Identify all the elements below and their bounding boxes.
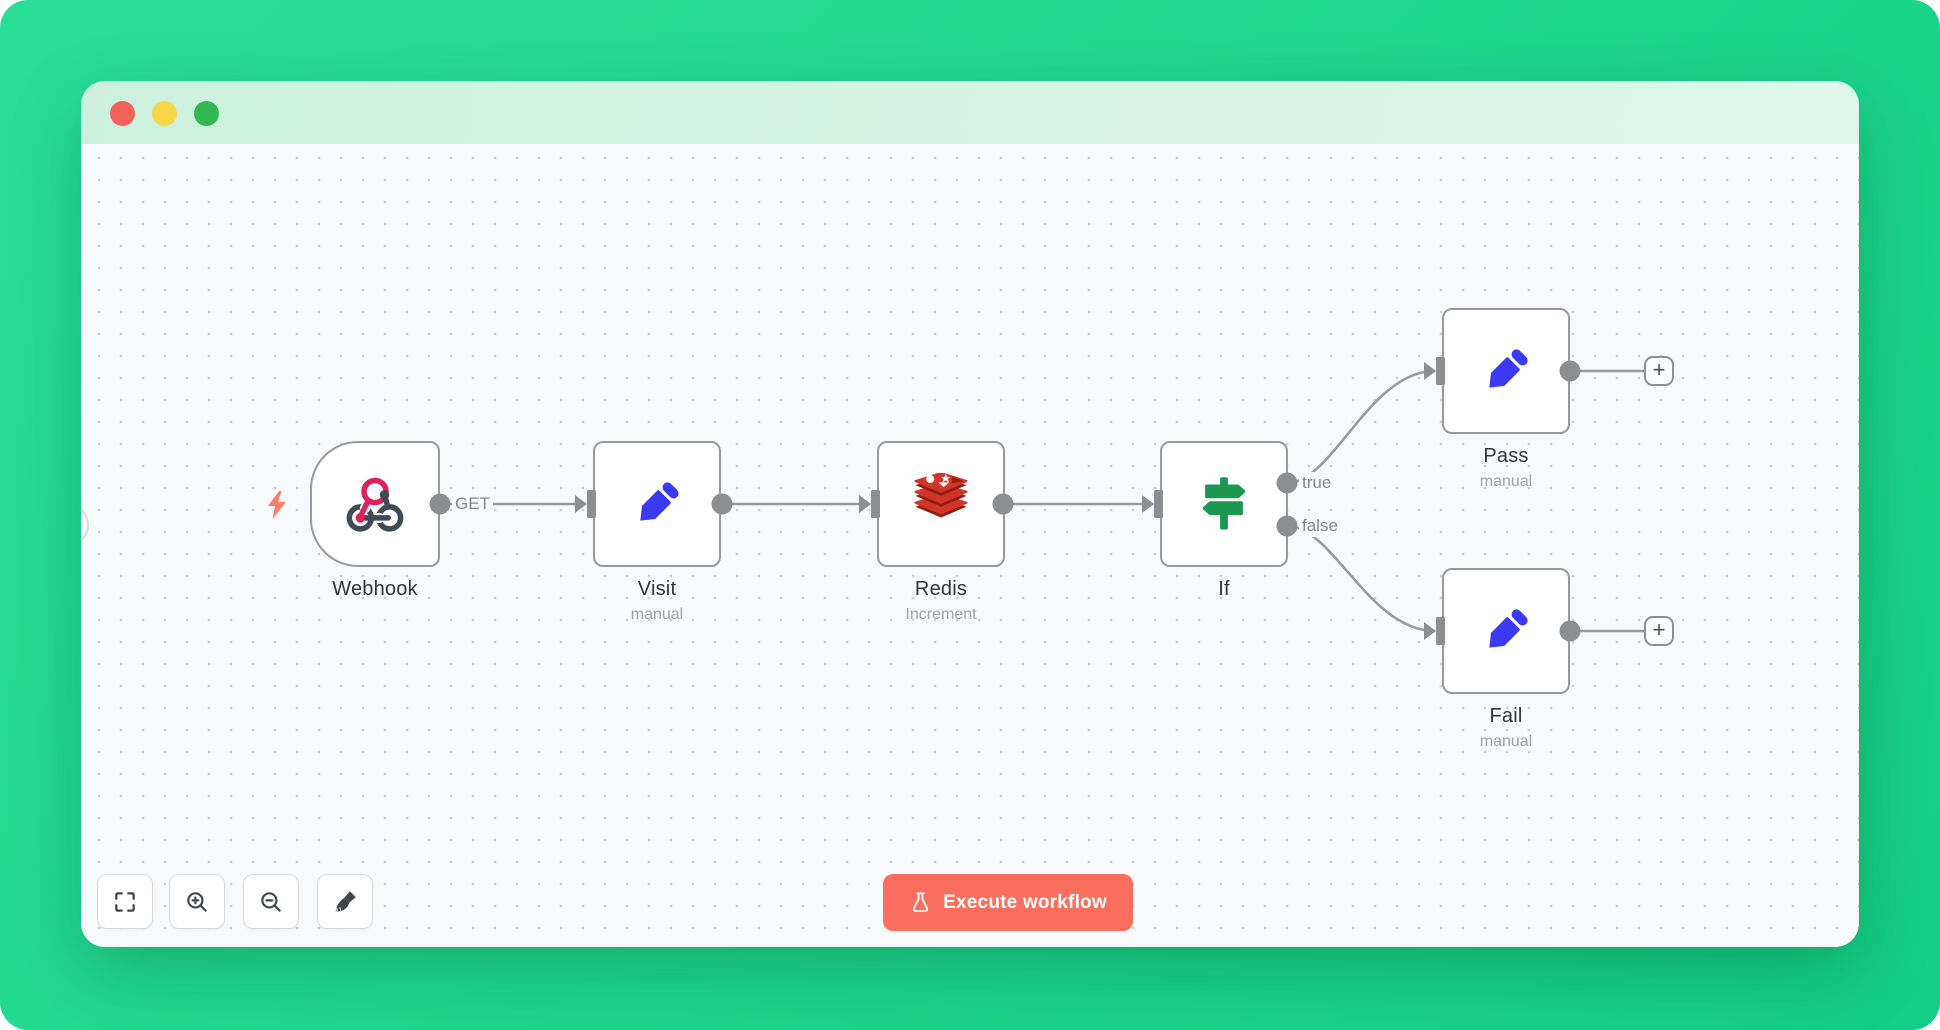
node-if-box[interactable] xyxy=(1160,441,1288,567)
node-subtitle-fail: manual xyxy=(1479,733,1533,750)
node-subtitle-pass: manual xyxy=(1479,473,1533,490)
magnifier-plus-icon xyxy=(187,891,207,912)
node-visit-box[interactable] xyxy=(593,441,721,567)
workflow-canvas[interactable]: GET true false xyxy=(81,144,1859,947)
node-if[interactable]: If xyxy=(1160,441,1288,601)
execute-workflow-label: Execute workflow xyxy=(943,891,1107,913)
close-window-button[interactable] xyxy=(109,100,135,126)
window-titlebar xyxy=(81,81,1859,144)
wire-label-get: GET xyxy=(452,493,493,515)
node-redis-box[interactable] xyxy=(877,441,1005,567)
node-redis[interactable]: Redis Increment xyxy=(877,441,1005,624)
add-node-after-fail-button[interactable]: + xyxy=(1644,616,1674,646)
node-webhook[interactable]: Webhook xyxy=(310,441,440,601)
node-webhook-box[interactable] xyxy=(310,441,440,567)
node-label-fail: Fail xyxy=(1489,705,1523,727)
node-subtitle-visit: manual xyxy=(630,606,684,623)
signpost-icon xyxy=(1202,477,1246,530)
node-label-visit: Visit xyxy=(637,578,677,600)
redis-icon xyxy=(914,473,968,518)
node-visit[interactable]: Visit manual xyxy=(593,441,721,624)
webhook-icon xyxy=(346,477,404,532)
node-fail-box[interactable] xyxy=(1442,568,1570,694)
zoom-to-fit-button[interactable] xyxy=(97,874,153,929)
minimize-window-button[interactable] xyxy=(151,100,177,126)
node-subtitle-redis: Increment xyxy=(905,606,977,623)
pencil-icon xyxy=(640,482,679,521)
node-fail[interactable]: Fail manual xyxy=(1442,568,1570,751)
pencil-icon xyxy=(1489,349,1528,388)
broom-icon xyxy=(335,891,356,912)
pencil-icon xyxy=(1489,609,1528,648)
connection-if-false-fail xyxy=(1286,524,1436,633)
canvas-edge-handle xyxy=(81,503,89,547)
node-pass[interactable]: Pass manual xyxy=(1442,308,1570,491)
zoom-window-button[interactable] xyxy=(193,100,219,126)
corners-icon xyxy=(115,891,135,912)
wire-label-true: true xyxy=(1299,472,1335,494)
add-node-after-pass-button[interactable]: + xyxy=(1644,356,1674,386)
wire-label-false: false xyxy=(1299,515,1341,537)
node-label-webhook: Webhook xyxy=(332,578,418,600)
node-label-pass: Pass xyxy=(1483,445,1529,467)
node-label-if: If xyxy=(1218,578,1230,600)
zoom-out-button[interactable] xyxy=(243,874,299,929)
lightning-bolt-icon xyxy=(268,491,286,519)
node-label-redis: Redis xyxy=(914,578,968,600)
zoom-in-button[interactable] xyxy=(169,874,225,929)
execute-workflow-button[interactable]: Execute workflow xyxy=(883,874,1133,931)
flask-icon xyxy=(913,892,929,913)
connection-if-true-pass xyxy=(1286,369,1436,485)
node-pass-box[interactable] xyxy=(1442,308,1570,434)
tidy-up-button[interactable] xyxy=(317,874,373,929)
app-window: GET true false xyxy=(81,81,1859,947)
magnifier-minus-icon xyxy=(261,891,281,912)
